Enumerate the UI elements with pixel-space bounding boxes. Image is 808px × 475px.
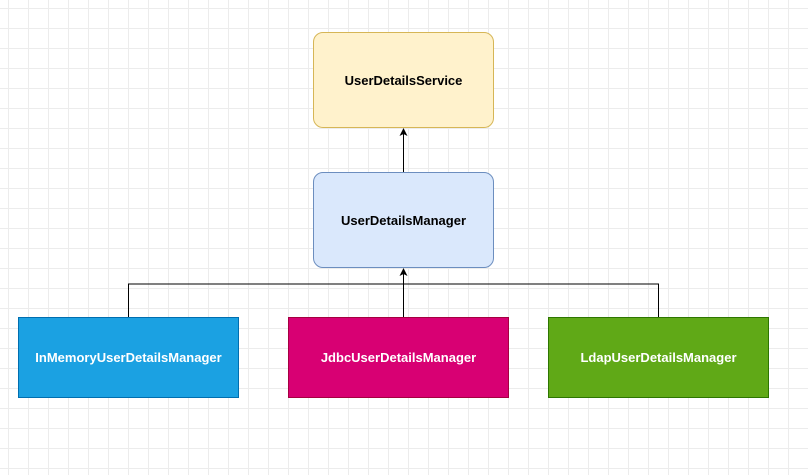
edge-inmemory-to-manager: [128, 283, 404, 317]
in-memory-user-details-manager-label: InMemoryUserDetailsManager: [35, 350, 222, 365]
user-details-service-label: UserDetailsService: [344, 72, 463, 88]
jdbc-user-details-manager-node[interactable]: JdbcUserDetailsManager: [288, 317, 509, 398]
in-memory-user-details-manager-node[interactable]: InMemoryUserDetailsManager: [18, 317, 239, 398]
jdbc-user-details-manager-label: JdbcUserDetailsManager: [320, 350, 477, 365]
user-details-service-node[interactable]: UserDetailsService: [313, 32, 494, 128]
user-details-manager-label: UserDetailsManager: [341, 212, 466, 228]
edge-ldap-to-manager: [403, 283, 659, 317]
user-details-manager-node[interactable]: UserDetailsManager: [313, 172, 494, 268]
ldap-user-details-manager-node[interactable]: LdapUserDetailsManager: [548, 317, 769, 398]
ldap-user-details-manager-label: LdapUserDetailsManager: [580, 350, 737, 365]
